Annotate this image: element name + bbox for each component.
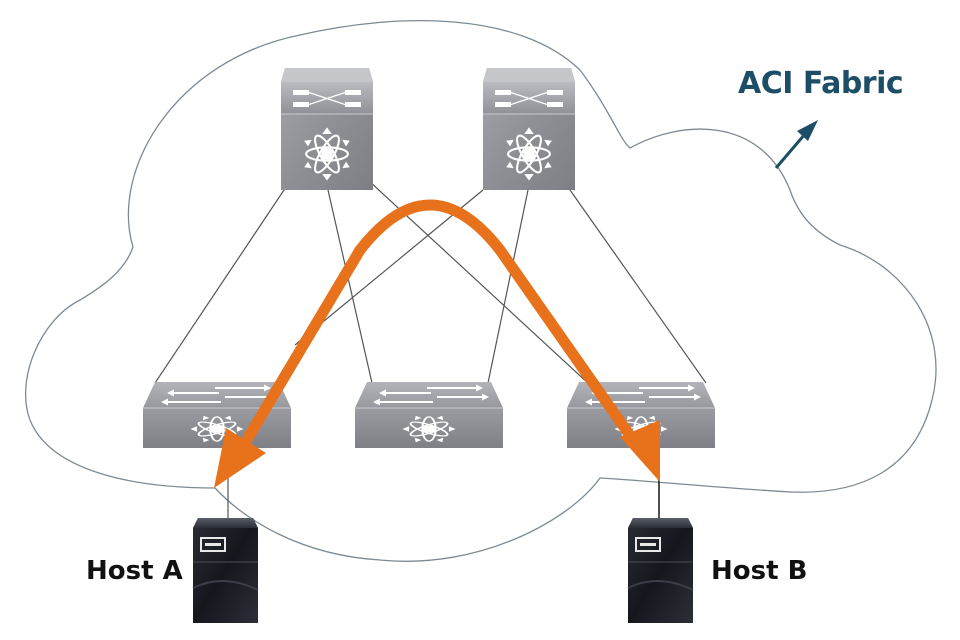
fabric-title-label: ACI Fabric [738, 66, 904, 101]
host-a-server[interactable] [192, 518, 259, 623]
arrowhead-to-host-a-icon [214, 428, 266, 488]
fabric-cloud-outline [25, 20, 937, 562]
link-spine1-leaf1 [154, 189, 285, 384]
link-spine2-leaf1 [294, 189, 484, 346]
traffic-path-arrow [214, 199, 660, 488]
crossbar-icon [495, 90, 563, 107]
leaf-switch-2[interactable] [355, 382, 503, 448]
spine-switch-1[interactable] [281, 68, 373, 190]
crossbar-icon [293, 90, 361, 107]
link-spine2-leaf2 [487, 189, 529, 384]
leaf-switch-1[interactable] [143, 382, 291, 448]
link-spine1-leaf2 [327, 189, 373, 384]
host-b-server[interactable] [627, 518, 694, 623]
spine-switch-2[interactable] [483, 68, 575, 190]
drive-bay-icon [635, 537, 661, 552]
host-b-label: Host B [711, 556, 808, 586]
fabric-label-pointer [774, 120, 818, 169]
forwarding-arrows-icon [373, 384, 489, 406]
host-a-label: Host A [86, 556, 183, 586]
link-spine2-leaf3 [569, 189, 707, 384]
drive-bay-icon [200, 537, 226, 552]
pointer-arrowhead-icon [797, 120, 818, 141]
arrowhead-to-host-b-icon [620, 420, 660, 482]
traffic-path-curve [242, 199, 646, 456]
